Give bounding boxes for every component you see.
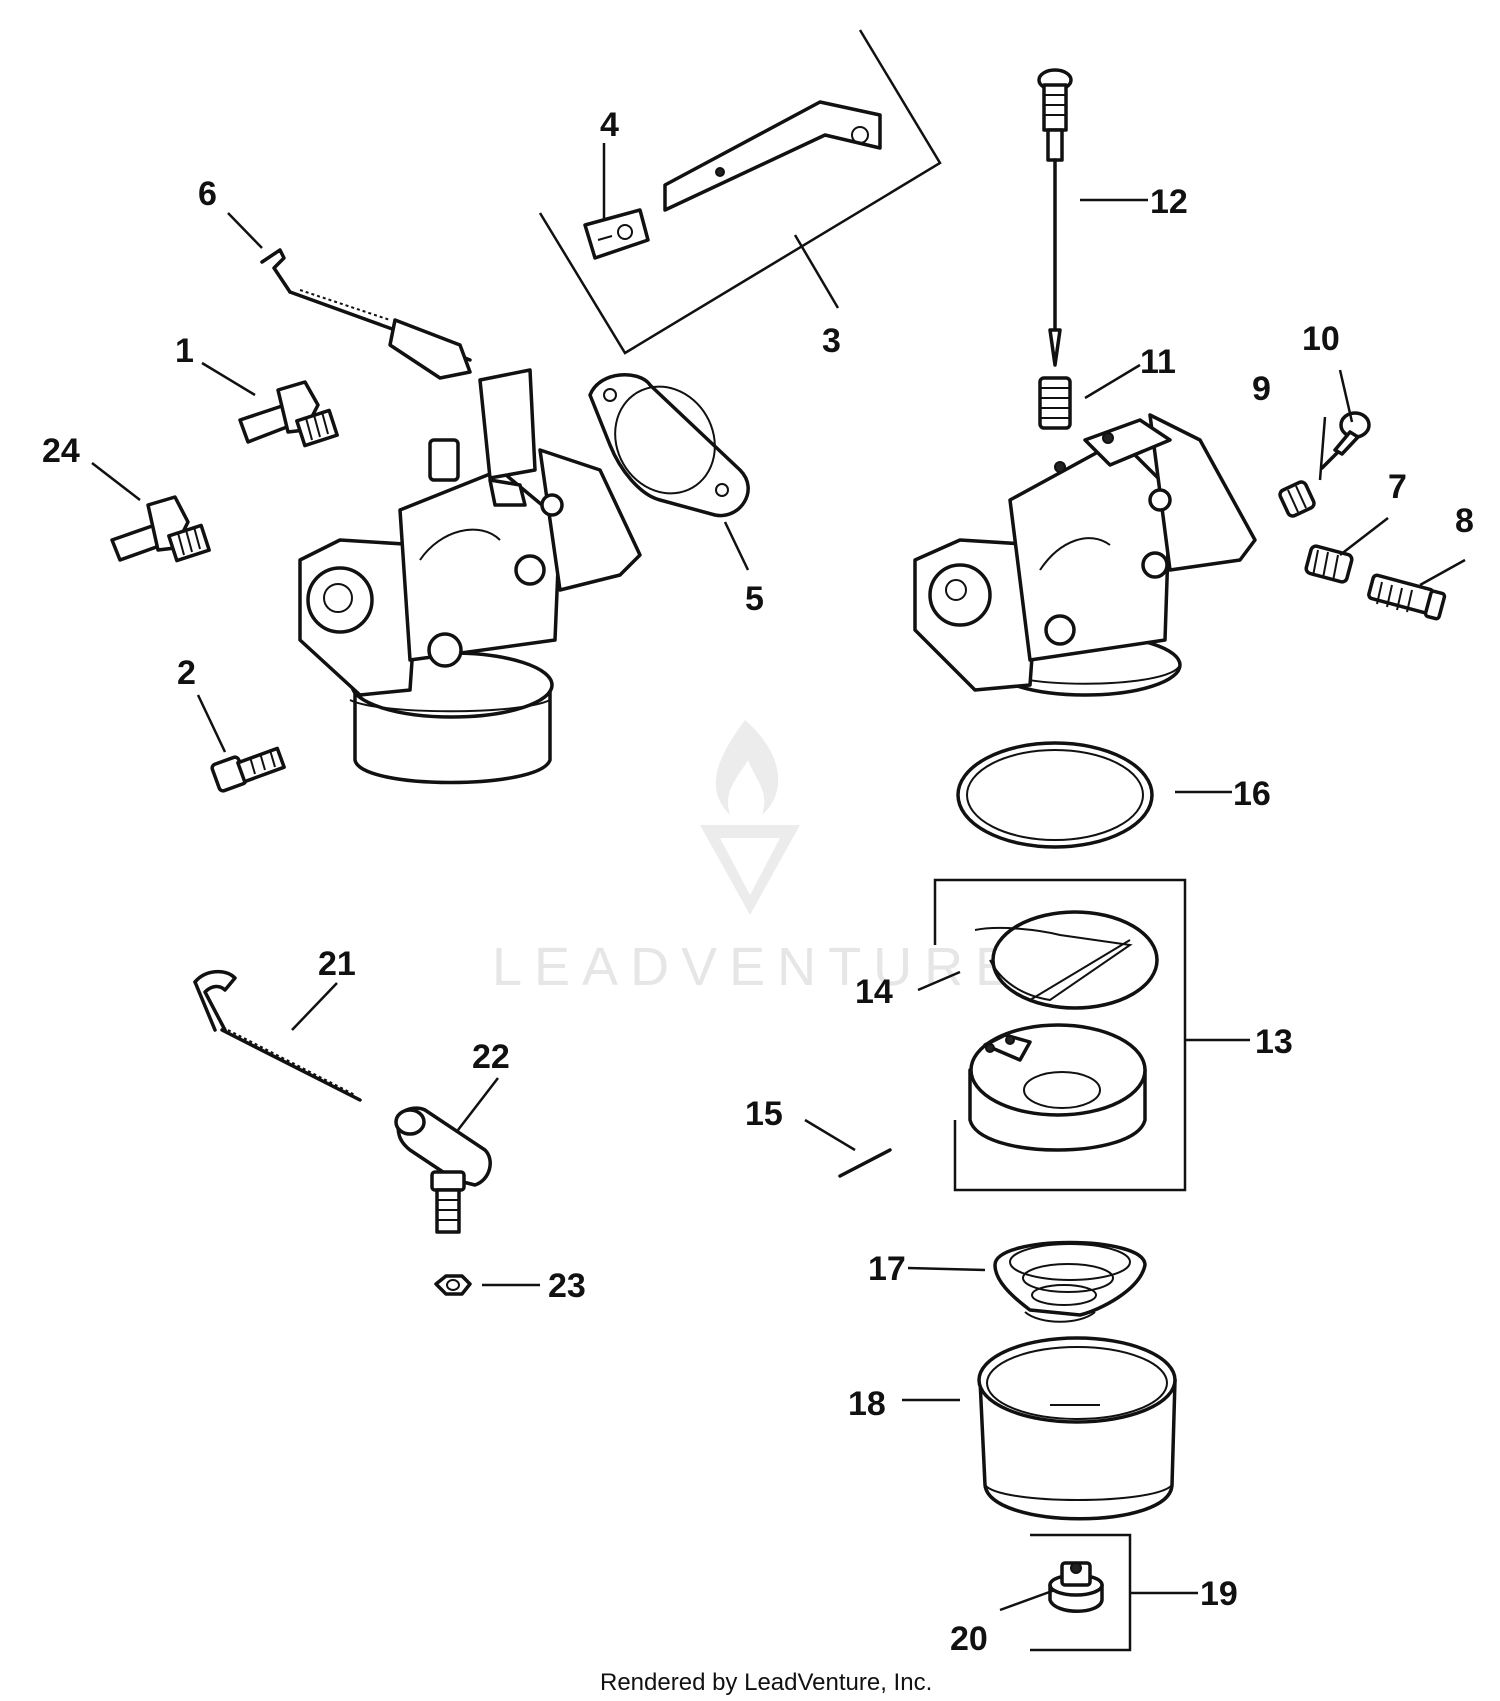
watermark-text: LEADVENTURE — [492, 937, 1023, 997]
carburetor-body-left — [298, 368, 642, 785]
callout-23: 23 — [548, 1267, 586, 1305]
part-8-screw — [1367, 573, 1447, 621]
callout-19: 19 — [1200, 1575, 1238, 1613]
part-1-elbow-fitting — [238, 380, 339, 448]
callout-15: 15 — [745, 1095, 783, 1133]
callout-8: 8 — [1455, 502, 1474, 540]
callout-7: 7 — [1388, 468, 1407, 506]
part-9-spring — [1278, 480, 1316, 518]
callout-16: 16 — [1233, 775, 1271, 813]
part-10-screw — [1320, 411, 1371, 470]
callout-14: 14 — [855, 973, 893, 1011]
render-credit: Rendered by LeadVenture, Inc. — [600, 1669, 932, 1696]
callout-18: 18 — [848, 1385, 886, 1423]
part-17-seal — [993, 1240, 1147, 1323]
leadventure-watermark: LEADVENTURE — [492, 720, 1023, 997]
part-13-float-kit-box — [933, 878, 1250, 1192]
callout-5: 5 — [745, 580, 764, 618]
callout-17: 17 — [868, 1250, 906, 1288]
part-3-bracket-assembly — [538, 29, 942, 355]
part-15-float-pin — [838, 1148, 892, 1178]
part-2-screw — [210, 746, 286, 793]
callout-12: 12 — [1150, 183, 1188, 221]
part-6-choke-rod — [260, 248, 472, 380]
part-12-idle-needle — [1037, 68, 1073, 367]
part-23-nut — [434, 1274, 472, 1296]
part-18-float-bowl — [977, 1336, 1177, 1521]
part-5-gasket — [588, 373, 750, 518]
part-11-spring — [1038, 376, 1072, 430]
callout-21: 21 — [318, 945, 356, 983]
part-24-elbow-fitting — [110, 495, 211, 563]
callout-22: 22 — [472, 1038, 510, 1076]
leader-lines — [91, 143, 1466, 1612]
callout-13: 13 — [1255, 1023, 1293, 1061]
callout-11: 11 — [1140, 343, 1176, 381]
callout-labels: 6 4 3 1 24 2 5 12 11 10 9 7 8 16 13 14 1… — [42, 106, 1474, 1658]
carburetor-body-right — [913, 413, 1257, 697]
callout-2: 2 — [177, 654, 196, 692]
callout-4: 4 — [600, 106, 619, 144]
callout-6: 6 — [198, 175, 217, 213]
part-19-bolt-kit-box — [1030, 1533, 1198, 1652]
callout-3: 3 — [822, 322, 841, 360]
callout-9: 9 — [1252, 370, 1271, 408]
part-20-bowl-bolt — [1048, 1561, 1104, 1613]
part-22-elbow-fitting — [394, 1106, 492, 1234]
callout-1: 1 — [175, 332, 194, 370]
callout-20: 20 — [950, 1620, 988, 1658]
part-4-clip — [583, 208, 650, 260]
part-16-o-ring — [956, 741, 1154, 849]
callout-24: 24 — [42, 432, 80, 470]
part-14-float-gasket — [974, 910, 1159, 1010]
part-21-rod — [193, 969, 362, 1102]
callout-10: 10 — [1302, 320, 1340, 358]
part-13-float — [968, 1023, 1147, 1152]
